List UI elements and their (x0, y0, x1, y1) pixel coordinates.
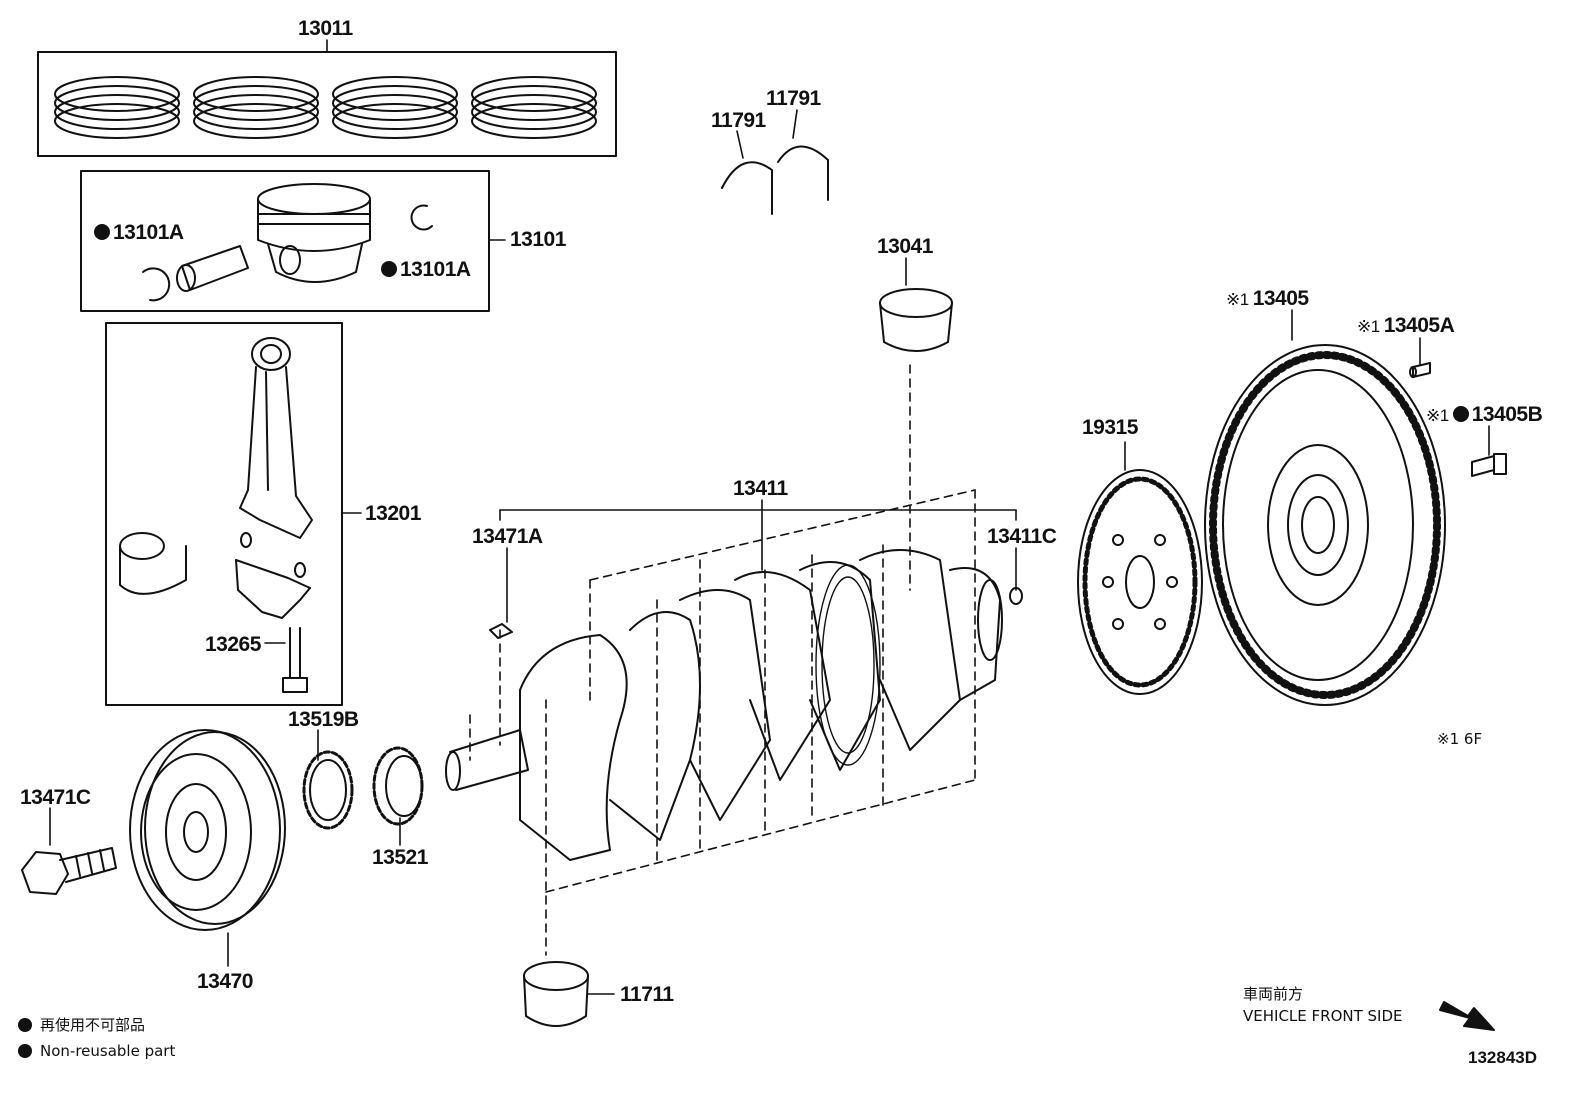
label-11711: 11711 (620, 984, 674, 1005)
front-side-en: VEHICLE FRONT SIDE (1243, 1008, 1403, 1025)
connecting-rod-box (105, 322, 343, 706)
front-side-jp: 車両前方 (1243, 986, 1303, 1003)
crank-pulley (129, 729, 286, 931)
part-number: 13411 (733, 477, 788, 500)
thrust-washer-1 (721, 161, 773, 215)
part-number: 19315 (1082, 416, 1138, 439)
diagram-code-text: 132843D (1468, 1048, 1538, 1067)
rod-dowel-2 (294, 562, 306, 578)
leader-lines (49, 39, 1490, 995)
flywheel-pin (1409, 362, 1431, 378)
flywheel (1204, 344, 1446, 706)
part-number: 13041 (877, 235, 933, 258)
part-number: 11791 (711, 109, 766, 132)
legend-text-jp: 再使用不可部品 (40, 1016, 146, 1034)
part-number: 13405 (1252, 287, 1309, 310)
part-number: 13011 (298, 17, 353, 40)
label-13101: 13101 (510, 229, 566, 250)
label-13011: 13011 (298, 18, 353, 39)
part-number: 13405B (1471, 403, 1543, 426)
label-13471c: 13471C (20, 787, 91, 808)
label-13411c: 13411C (987, 525, 1057, 548)
reference-mark: ※1 (1226, 290, 1249, 309)
rod-bearing (119, 532, 187, 595)
label-13470: 13470 (197, 971, 253, 992)
part-number: 13471C (20, 786, 91, 809)
diagram-code: 132843D (1468, 1048, 1537, 1068)
guide-lines (469, 364, 976, 956)
part-number: 13101A (400, 258, 471, 281)
crankshaft (445, 549, 1003, 861)
non-reusable-icon (94, 224, 110, 240)
snap-ring-left (142, 267, 171, 302)
piston (257, 183, 371, 283)
label-13101a-left: 13101A (94, 222, 184, 243)
signal-plate (1077, 469, 1203, 695)
sprocket-13519b (302, 750, 354, 830)
connecting-rod (235, 337, 313, 619)
thrust-washer-2 (777, 145, 829, 201)
pulley-bolt (21, 847, 117, 895)
front-side-text-en: VEHICLE FRONT SIDE (1243, 1007, 1403, 1025)
pin-13411c (1009, 587, 1023, 605)
part-number: 11791 (766, 87, 821, 110)
footnote: ※1 6F (1437, 731, 1482, 748)
part-number: 13411C (987, 525, 1057, 548)
label-13101a-right: 13101A (381, 259, 471, 280)
part-number: 13471A (472, 525, 543, 548)
non-reusable-icon (1452, 406, 1469, 422)
footnote-text: 6F (1463, 730, 1483, 748)
reference-mark: ※1 (1357, 317, 1380, 336)
part-number: 13519B (288, 708, 359, 731)
snap-ring-right (410, 204, 433, 231)
legend-jp: 再使用不可部品 (18, 1018, 145, 1033)
label-11791-lower: 11791 (711, 110, 766, 131)
footnote-mark: ※1 (1437, 730, 1460, 748)
main-bearing-lower (523, 961, 589, 1027)
part-number: 11711 (620, 983, 674, 1006)
label-13041: 13041 (877, 236, 933, 257)
part-number: 13101A (113, 221, 184, 244)
part-number: 13470 (197, 970, 253, 993)
part-number: 13521 (372, 846, 428, 869)
crank-timing-gear (815, 564, 881, 766)
label-19315: 19315 (1082, 417, 1138, 438)
non-reusable-icon (18, 1044, 32, 1058)
legend-text-en: Non-reusable part (40, 1042, 176, 1060)
non-reusable-icon (18, 1018, 32, 1032)
label-13411: 13411 (733, 478, 788, 499)
legend-en: Non-reusable part (18, 1044, 175, 1059)
part-number: 13201 (365, 502, 421, 525)
sprocket-13521 (372, 746, 424, 826)
flywheel-bolt (1471, 453, 1507, 477)
label-13201: 13201 (365, 503, 421, 524)
part-number: 13265 (205, 633, 261, 656)
reference-mark: ※1 (1426, 406, 1449, 425)
label-13521: 13521 (372, 847, 428, 868)
piston-pin (176, 245, 249, 292)
rod-dowel (240, 532, 252, 548)
label-13405b: ※1 13405B (1426, 403, 1543, 426)
label-13471a: 13471A (472, 526, 543, 547)
main-bearing-upper (879, 288, 953, 352)
label-11791-upper: 11791 (766, 88, 821, 109)
label-13265: 13265 (205, 634, 261, 655)
part-number: 13101 (510, 228, 566, 251)
front-side-text-jp: 車両前方 (1243, 985, 1304, 1003)
rod-bolt (282, 627, 308, 693)
front-side-arrow-icon (1439, 1001, 1495, 1031)
key-13471a (489, 623, 513, 639)
piston-assembly-box (80, 170, 490, 312)
piston-ring-set (54, 76, 597, 139)
part-number: 13405A (1383, 314, 1455, 337)
label-13519b: 13519B (288, 709, 359, 730)
non-reusable-icon (381, 261, 397, 277)
